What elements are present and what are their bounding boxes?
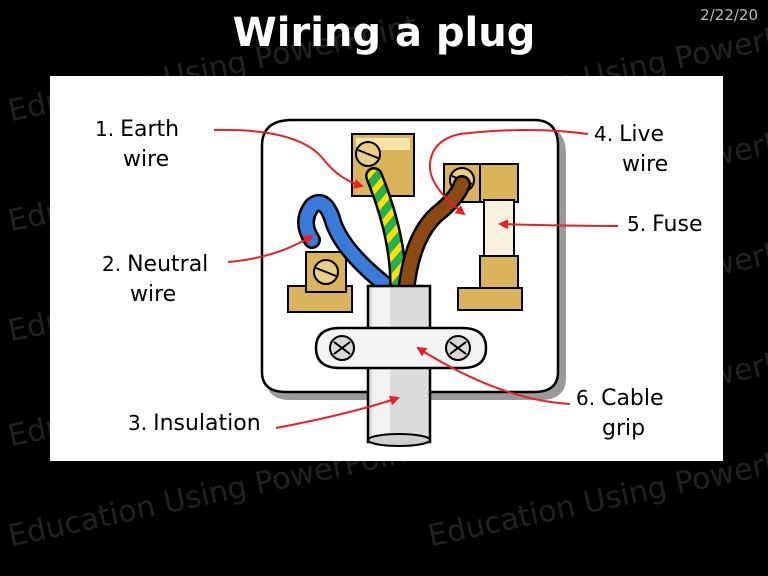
fuse-label: 5.Fuse xyxy=(627,209,703,240)
live-label-line1: Live xyxy=(619,122,665,147)
earth-label-line2: wire xyxy=(123,147,170,172)
slide-title: Wiring a plug xyxy=(232,10,536,56)
fuse-arrow xyxy=(498,219,619,230)
earth-wire-label: 1.Earth wire xyxy=(95,114,179,175)
earth-label-number: 1. xyxy=(95,117,115,141)
grip-label-line1: Cable xyxy=(601,386,664,411)
cable-grip xyxy=(314,326,488,370)
slide-date: 2/22/20 xyxy=(700,6,758,24)
live-label-number: 4. xyxy=(594,122,614,146)
grip-label-line2: grip xyxy=(602,416,646,441)
insulation-label-number: 3. xyxy=(128,411,148,435)
fuse-label-number: 5. xyxy=(627,212,647,236)
earth-label-line1: Earth xyxy=(120,117,180,142)
earth-arrow xyxy=(213,128,364,189)
neutral-arrow xyxy=(227,234,314,263)
grip-arrow xyxy=(416,346,571,405)
fuse xyxy=(457,163,523,311)
grip-label-number: 6. xyxy=(576,386,596,410)
neutral-label-number: 2. xyxy=(102,252,122,276)
live-wire-label: 4.Live wire xyxy=(594,119,668,180)
wires xyxy=(297,167,471,301)
insulation-arrow xyxy=(275,395,400,429)
label-arrows xyxy=(213,128,619,429)
neutral-wire-label: 2.Neutral wire xyxy=(102,249,208,310)
live-arrow xyxy=(428,129,589,216)
cable-grip-label: 6.Cable grip xyxy=(576,383,664,444)
live-label-line2: wire xyxy=(622,152,669,177)
fuse-label-text: Fuse xyxy=(652,212,703,237)
neutral-label-line2: wire xyxy=(130,282,177,307)
insulation-label-text: Insulation xyxy=(153,411,261,436)
neutral-label-line1: Neutral xyxy=(127,252,209,277)
insulation-label: 3.Insulation xyxy=(128,408,261,439)
neutral-terminal xyxy=(287,251,353,313)
